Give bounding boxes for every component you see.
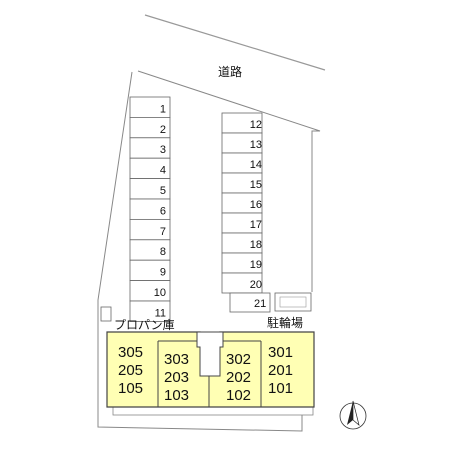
unit-number: 302: [226, 351, 251, 368]
road-label: 道路: [218, 64, 242, 79]
parking-number: 4: [160, 165, 166, 177]
bicycle-parking-label: 駐輪場: [267, 315, 303, 330]
unit-number: 305: [118, 344, 143, 361]
parking-number: 5: [160, 185, 166, 197]
unit-number: 303: [164, 351, 189, 368]
parking-number-21: 21: [254, 298, 266, 310]
parking-spot-21: [229, 292, 271, 313]
parking-number: 15: [250, 179, 262, 191]
parking-number: 10: [154, 287, 166, 299]
parking-number: 2: [160, 124, 166, 136]
site-boundary-left: [97, 71, 303, 432]
parking-number: 14: [250, 159, 262, 171]
parking-number: 9: [160, 267, 166, 279]
propane-storage-label: プロパン庫: [114, 318, 175, 332]
unit-number: 201: [268, 362, 293, 379]
parking-number: 1: [160, 103, 166, 115]
unit-column-4: 301 201 101: [268, 344, 293, 397]
parking-number: 6: [160, 205, 166, 217]
site-boundary: [137, 70, 321, 292]
north-arrow-icon: [339, 400, 367, 430]
parking-number: 8: [160, 246, 166, 258]
parking-number: 12: [250, 119, 262, 131]
propane-storage: [100, 306, 112, 322]
parking-number: 18: [250, 239, 262, 251]
parking-number: 19: [250, 259, 262, 271]
building-base: [112, 406, 314, 416]
parking-number: 11: [155, 307, 166, 319]
parking-number: 7: [160, 226, 166, 238]
parking-number: 20: [250, 279, 262, 291]
road-line: [144, 14, 326, 71]
unit-column-2: 303 203 103: [164, 351, 189, 404]
unit-number: 103: [164, 387, 189, 404]
unit-number: 205: [118, 362, 143, 379]
parking-number: 3: [160, 144, 166, 156]
parking-number: 17: [250, 219, 262, 231]
unit-number: 301: [268, 344, 293, 361]
parking-number: 13: [250, 139, 262, 151]
parking-column-left: 1 2 3 4 5 6 7 8 9 10 11: [129, 96, 171, 322]
unit-column-3: 302 202 102: [226, 351, 251, 404]
bicycle-parking-inner: [279, 296, 307, 308]
unit-column-1: 305 205 105: [118, 344, 143, 397]
unit-number: 203: [164, 369, 189, 386]
parking-column-right: 12 13 14 15 16 17 18 19 20: [221, 112, 263, 294]
unit-number: 102: [226, 387, 251, 404]
stair-notch: [196, 331, 224, 377]
unit-number: 101: [268, 380, 293, 397]
unit-number: 202: [226, 369, 251, 386]
parking-spot: [129, 300, 171, 322]
parking-number: 16: [250, 199, 262, 211]
unit-number: 105: [118, 380, 143, 397]
building: 305 205 105 303 203 103 302 202 102 301 …: [106, 331, 315, 408]
